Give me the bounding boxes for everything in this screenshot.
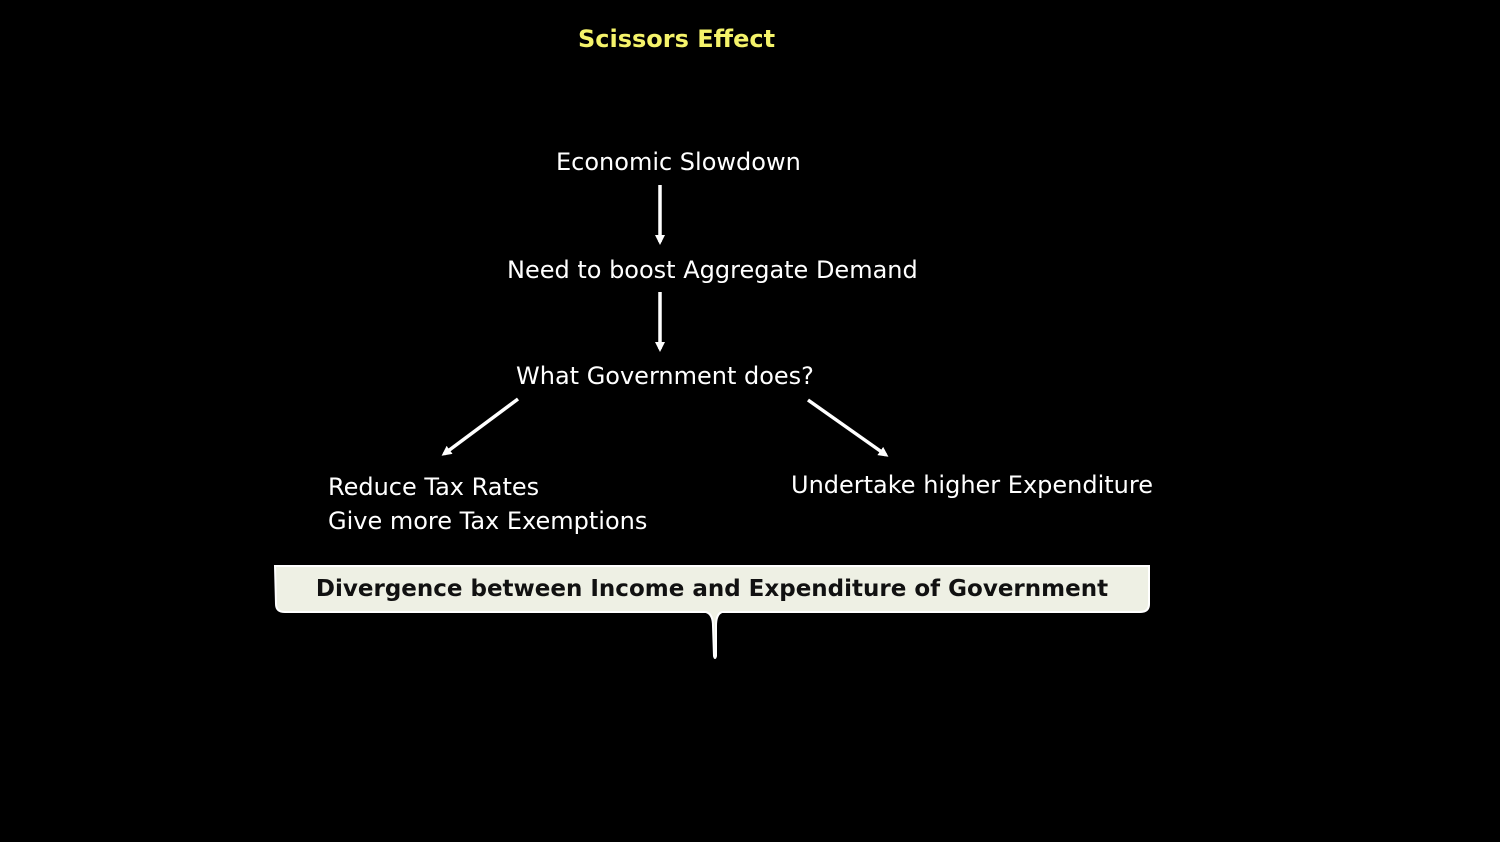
divergence-label: Divergence between Income and Expenditur… [315, 576, 1109, 602]
slide-title: Scissors Effect [578, 25, 776, 53]
node-boost-demand: Need to boost Aggregate Demand [507, 256, 918, 284]
brace-shape [273, 565, 1150, 659]
node-government-action: What Government does? [516, 362, 814, 390]
arrow-government-to-tax [441, 397, 520, 456]
arrow-government-to-expenditure [806, 398, 889, 457]
node-tax-measures: Reduce Tax Rates Give more Tax Exemption… [328, 470, 647, 538]
tax-line-exemptions: Give more Tax Exemptions [328, 507, 648, 535]
node-higher-expenditure: Undertake higher Expenditure [791, 471, 1153, 499]
tax-line-reduce-rates: Reduce Tax Rates [328, 473, 540, 501]
node-economic-slowdown: Economic Slowdown [556, 148, 801, 176]
